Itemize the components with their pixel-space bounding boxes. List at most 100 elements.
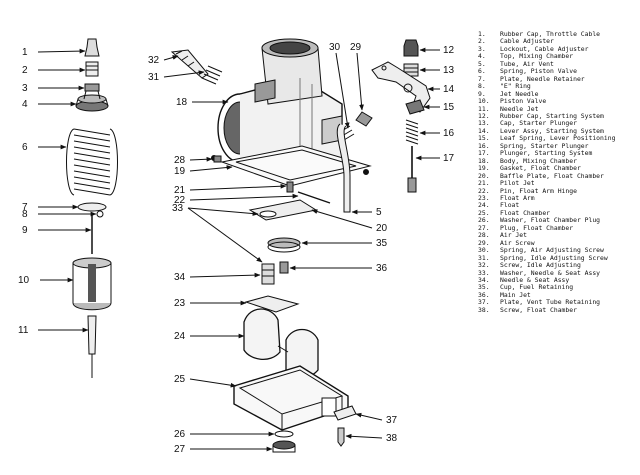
callout-7: 7 xyxy=(22,202,28,213)
callout-34: 34 xyxy=(174,272,186,283)
baffle-plate-float-chamber xyxy=(248,199,318,221)
parts-list-item: 31.Spring, Idle Adjusting Screw xyxy=(478,255,636,262)
callout-19: 19 xyxy=(174,166,186,177)
part-number: 4. xyxy=(478,53,486,61)
callout-33: 33 xyxy=(172,203,184,214)
part-name: Air Jet xyxy=(500,232,527,240)
part-name: Main Jet xyxy=(500,291,531,299)
parts-list-item: 25. Float Chamber xyxy=(478,210,636,217)
part-number: 11. xyxy=(478,105,490,113)
part-number: 20. xyxy=(478,172,490,180)
part-number: 16. xyxy=(478,142,490,150)
callout-30: 30 xyxy=(329,42,341,53)
rubber-cap-throttle-cable xyxy=(84,38,100,57)
float-chamber xyxy=(233,365,349,431)
main-jet xyxy=(279,261,289,274)
air-jet xyxy=(213,155,222,163)
callout-9: 9 xyxy=(22,225,28,236)
part-name: Plate, Needle Retainer xyxy=(500,75,585,83)
part-name: Baffle Plate, Float Chamber xyxy=(500,172,604,180)
part-name: Plug, Float Chamber xyxy=(500,224,574,232)
cup-fuel-retaining xyxy=(267,237,301,253)
parts-list-item: 13.Cap, Starter Plunger xyxy=(478,120,636,127)
pilot-jet xyxy=(286,181,294,193)
callout-29: 29 xyxy=(350,42,362,53)
callout-37: 37 xyxy=(386,415,398,426)
parts-list-item: 3.Lockout, Cable Adjuster xyxy=(478,46,636,53)
screw-float-chamber xyxy=(337,427,345,447)
parts-list-item: 20. Baffle Plate, Float Chamber xyxy=(478,173,636,180)
callout-12: 12 xyxy=(443,45,455,56)
parts-list-item: 38.Screw, Float Chamber xyxy=(478,307,636,314)
part-number: 34. xyxy=(478,276,490,284)
part-number: 8. xyxy=(478,83,486,91)
parts-list-item: 23. Float Arm xyxy=(478,195,636,202)
parts-list-item: 6.Spring, Piston Valve xyxy=(478,68,636,75)
parts-list-item: 33.Washer, Needle & Seat Assy xyxy=(478,270,636,277)
part-name: Pilot Jet xyxy=(500,180,535,188)
part-number: 25. xyxy=(478,209,490,217)
parts-list-item: 35. Cup, Fuel Retaining xyxy=(478,284,636,291)
parts-list-item: 4. Top, Mixing Chamber xyxy=(478,53,636,60)
part-number: 19. xyxy=(478,165,490,173)
leaf-spring-lever-positioning xyxy=(405,99,425,115)
part-name: Lockout, Cable Adjuster xyxy=(500,45,589,53)
part-number: 35. xyxy=(478,284,490,292)
cable-adjuster xyxy=(85,61,99,77)
callout-18: 18 xyxy=(176,97,188,108)
callout-17: 17 xyxy=(443,153,455,164)
piston-valve xyxy=(72,257,112,311)
part-name: Float Chamber xyxy=(500,209,551,217)
parts-list-item: 28.Air Jet xyxy=(478,232,636,239)
part-name: Top, Mixing Chamber xyxy=(500,53,574,61)
washer-needle-seat-assy xyxy=(259,210,277,218)
part-number: 7. xyxy=(478,75,486,83)
part-number: 23. xyxy=(478,194,490,202)
callout-35: 35 xyxy=(376,238,388,249)
parts-list-item: 12.Rubber Cap, Starting System xyxy=(478,113,636,120)
plate-needle-retainer xyxy=(77,202,107,212)
part-name: Plunger, Starting System xyxy=(500,150,593,158)
tube-air-vent xyxy=(336,123,351,213)
part-name: Float Arm xyxy=(500,194,535,202)
part-name: Spring, Air Adjusting Screw xyxy=(500,247,604,255)
part-number: 15. xyxy=(478,135,490,143)
part-name: Cup, Fuel Retaining xyxy=(500,284,574,292)
spring-idle-adjusting-screw xyxy=(201,65,223,85)
parts-list-item: 14.Lever Assy, Starting System xyxy=(478,128,636,135)
callout-25: 25 xyxy=(174,374,186,385)
part-name: Gasket, Float Chamber xyxy=(500,165,581,173)
pin-float-arm-hinge xyxy=(297,191,331,204)
rubber-cap-starting-system xyxy=(403,39,419,57)
parts-list-item: 15.Leaf Spring, Lever Positioning xyxy=(478,135,636,142)
callout-32: 32 xyxy=(148,55,160,66)
callout-27: 27 xyxy=(174,444,186,455)
callout-26: 26 xyxy=(174,429,186,440)
part-number: 2. xyxy=(478,38,486,46)
parts-list-item: 19. Gasket, Float Chamber xyxy=(478,165,636,172)
part-number: 17. xyxy=(478,150,490,158)
part-number: 27. xyxy=(478,224,490,232)
callout-24: 24 xyxy=(174,331,186,342)
parts-list-item: 27. Plug, Float Chamber xyxy=(478,225,636,232)
lockout-cable-adjuster xyxy=(84,83,100,92)
callout-11: 11 xyxy=(18,325,29,336)
part-number: 13. xyxy=(478,120,490,128)
parts-list-item: 8."E" Ring xyxy=(478,83,636,90)
callout-16: 16 xyxy=(443,128,455,139)
part-number: 32. xyxy=(478,262,490,270)
parts-list-item: 17. Plunger, Starting System xyxy=(478,150,636,157)
part-name: Spring, Starter Plunger xyxy=(500,142,589,150)
part-number: 30. xyxy=(478,247,490,255)
plunger-starting-system xyxy=(407,146,417,193)
part-number: 14. xyxy=(478,127,490,135)
part-number: 26. xyxy=(478,217,490,225)
part-number: 29. xyxy=(478,239,490,247)
part-name: Spring, Piston Valve xyxy=(500,68,577,76)
parts-list-item: 36.Main Jet xyxy=(478,292,636,299)
part-name: Tube, Air Vent xyxy=(500,60,554,68)
callout-22: 22 xyxy=(174,195,186,206)
part-number: 24. xyxy=(478,202,490,210)
part-number: 9. xyxy=(478,90,486,98)
